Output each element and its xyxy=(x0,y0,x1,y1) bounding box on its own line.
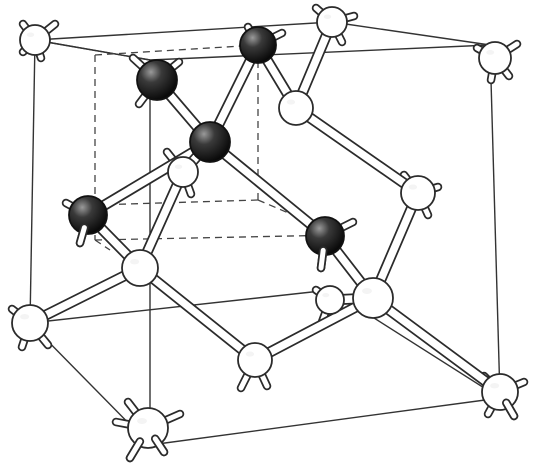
hidden-cell-edge xyxy=(94,234,341,241)
front-bond-fill xyxy=(127,439,143,461)
light-atom xyxy=(167,156,199,188)
atom-highlight xyxy=(20,314,30,320)
light-atom xyxy=(11,304,49,342)
cell-edge xyxy=(489,44,501,399)
hidden-cell-edge xyxy=(94,239,111,251)
dark-atom xyxy=(239,26,277,64)
atom-highlight xyxy=(286,99,296,105)
light-atom xyxy=(19,24,51,56)
hidden-cell-edge xyxy=(94,199,259,206)
front-bond-fill xyxy=(77,225,87,246)
bond-fill xyxy=(26,264,144,327)
light-atom xyxy=(237,342,273,378)
atom-highlight xyxy=(130,259,140,265)
light-atom xyxy=(278,90,314,126)
atom-highlight xyxy=(137,418,147,424)
light-atom xyxy=(316,6,348,38)
atom-highlight xyxy=(408,184,418,190)
atom-highlight xyxy=(26,32,35,37)
bond-fill xyxy=(251,294,377,364)
cell-edge xyxy=(29,39,36,324)
atom-highlight xyxy=(490,383,500,389)
cell-edge xyxy=(331,21,491,46)
bond-fill xyxy=(206,138,329,240)
light-atom xyxy=(315,285,345,315)
front-bond-fill xyxy=(318,247,326,271)
hidden-cell-edge xyxy=(94,44,259,56)
atom-highlight xyxy=(486,50,495,55)
atom-highlight xyxy=(174,164,183,169)
atom-highlight xyxy=(322,293,330,298)
cell-edge xyxy=(149,397,501,446)
atom-highlight xyxy=(323,14,332,19)
light-atom xyxy=(352,277,394,319)
dark-atom xyxy=(68,195,108,235)
front-bond-fill xyxy=(152,436,167,455)
light-atom xyxy=(481,373,519,411)
bond-fill xyxy=(84,138,214,219)
bond-fill xyxy=(292,104,422,197)
atom-highlight xyxy=(362,288,372,294)
bond-fill xyxy=(369,294,504,396)
light-atom xyxy=(121,249,159,287)
front-bond-fill xyxy=(503,400,517,419)
bond-fill xyxy=(136,264,259,364)
light-atom xyxy=(478,41,512,75)
atom-highlight xyxy=(245,351,255,357)
dark-atom xyxy=(189,121,231,163)
cell-edge xyxy=(34,21,333,41)
atom-layer xyxy=(11,6,519,463)
light-atom xyxy=(400,175,436,211)
dark-atom xyxy=(136,59,178,101)
